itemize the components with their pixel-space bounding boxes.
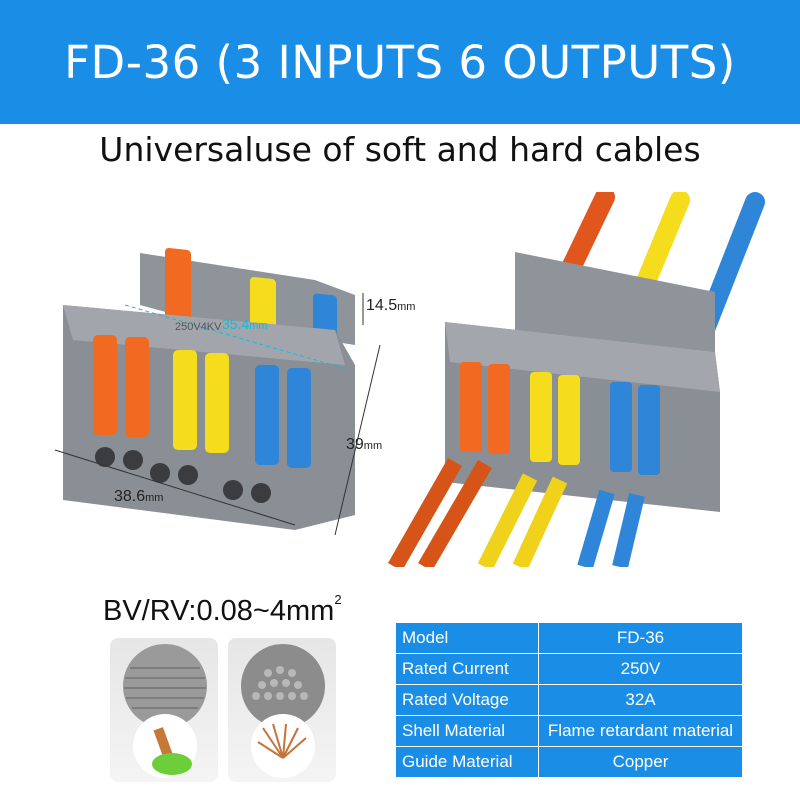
- connector-with-wires-photo: [388, 192, 765, 567]
- stranded-wire-icon: [241, 644, 325, 778]
- rating-print: 250V4KV: [175, 321, 222, 333]
- dim-pitch: 35.4mm: [222, 316, 268, 332]
- orange-levers: [93, 335, 149, 437]
- spec-key: Model: [395, 622, 539, 654]
- dim-height: 14.5mm: [366, 297, 415, 315]
- dim-depth: 39mm: [346, 436, 382, 454]
- title-banner: FD-36 (3 INPUTS 6 OUTPUTS): [0, 0, 800, 124]
- spec-value: 250V: [538, 653, 743, 685]
- spec-value: 32A: [538, 684, 743, 716]
- dim-depth-unit: mm: [363, 440, 383, 452]
- stranded-wire-card: [228, 638, 336, 782]
- dim-width: 38.6mm: [114, 488, 163, 506]
- spec-value: Flame retardant material: [538, 715, 743, 747]
- dim-depth-value: 39: [346, 436, 364, 453]
- spec-key: Rated Current: [395, 653, 539, 685]
- dim-pitch-value: 35.4: [222, 316, 250, 332]
- connector-dimension-drawing: 250V4KV: [54, 248, 381, 536]
- dim-height-value: 14.5: [366, 297, 398, 314]
- dim-width-value: 38.6: [114, 488, 146, 505]
- spec-key: Rated Voltage: [395, 684, 539, 716]
- wire-range-text: BV/RV:0.08~4mm: [103, 595, 335, 627]
- spec-key: Guide Material: [395, 746, 539, 778]
- subtitle: Universaluse of soft and hard cables: [99, 130, 701, 169]
- dim-width-unit: mm: [145, 492, 164, 504]
- wire-range-superscript: 2: [334, 592, 342, 607]
- spec-value: Copper: [538, 746, 743, 778]
- dim-pitch-unit: mm: [249, 320, 268, 332]
- page-title: FD-36 (3 INPUTS 6 OUTPUTS): [64, 35, 736, 89]
- hard-wire-card: [110, 638, 218, 782]
- spec-key: Shell Material: [395, 715, 539, 747]
- dim-height-unit: mm: [397, 301, 416, 313]
- spec-value: FD-36: [538, 622, 743, 654]
- hard-wire-icon: [123, 644, 207, 778]
- wire-range-label: BV/RV:0.08~4mm2: [103, 592, 342, 628]
- blue-levers: [255, 365, 311, 468]
- yellow-levers: [173, 350, 229, 453]
